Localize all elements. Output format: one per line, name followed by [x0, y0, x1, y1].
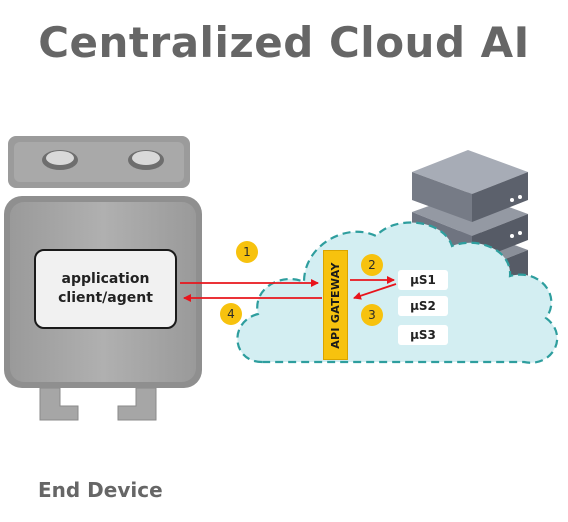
- device-head: [8, 136, 190, 188]
- application-client-label: application client/agent: [58, 271, 153, 306]
- step-badge-1: 1: [236, 241, 258, 263]
- microservice-3: μS3: [398, 325, 448, 345]
- diagram-title: Centralized Cloud AI: [38, 18, 530, 67]
- microservice-2: μS2: [398, 296, 448, 316]
- api-gateway-label: API GATEWAY: [329, 261, 343, 349]
- step-badge-3: 3: [361, 304, 383, 326]
- end-device-caption: End Device: [38, 478, 163, 502]
- device-legs: [39, 387, 157, 421]
- step-badge-2: 2: [361, 254, 383, 276]
- cloud-shape: [236, 221, 559, 364]
- step-badge-4: 4: [220, 303, 242, 325]
- api-gateway: API GATEWAY: [323, 250, 348, 360]
- arrow-ms1-to-gateway: [353, 283, 397, 300]
- application-client-box: application client/agent: [34, 249, 177, 329]
- microservice-1: μS1: [398, 270, 448, 290]
